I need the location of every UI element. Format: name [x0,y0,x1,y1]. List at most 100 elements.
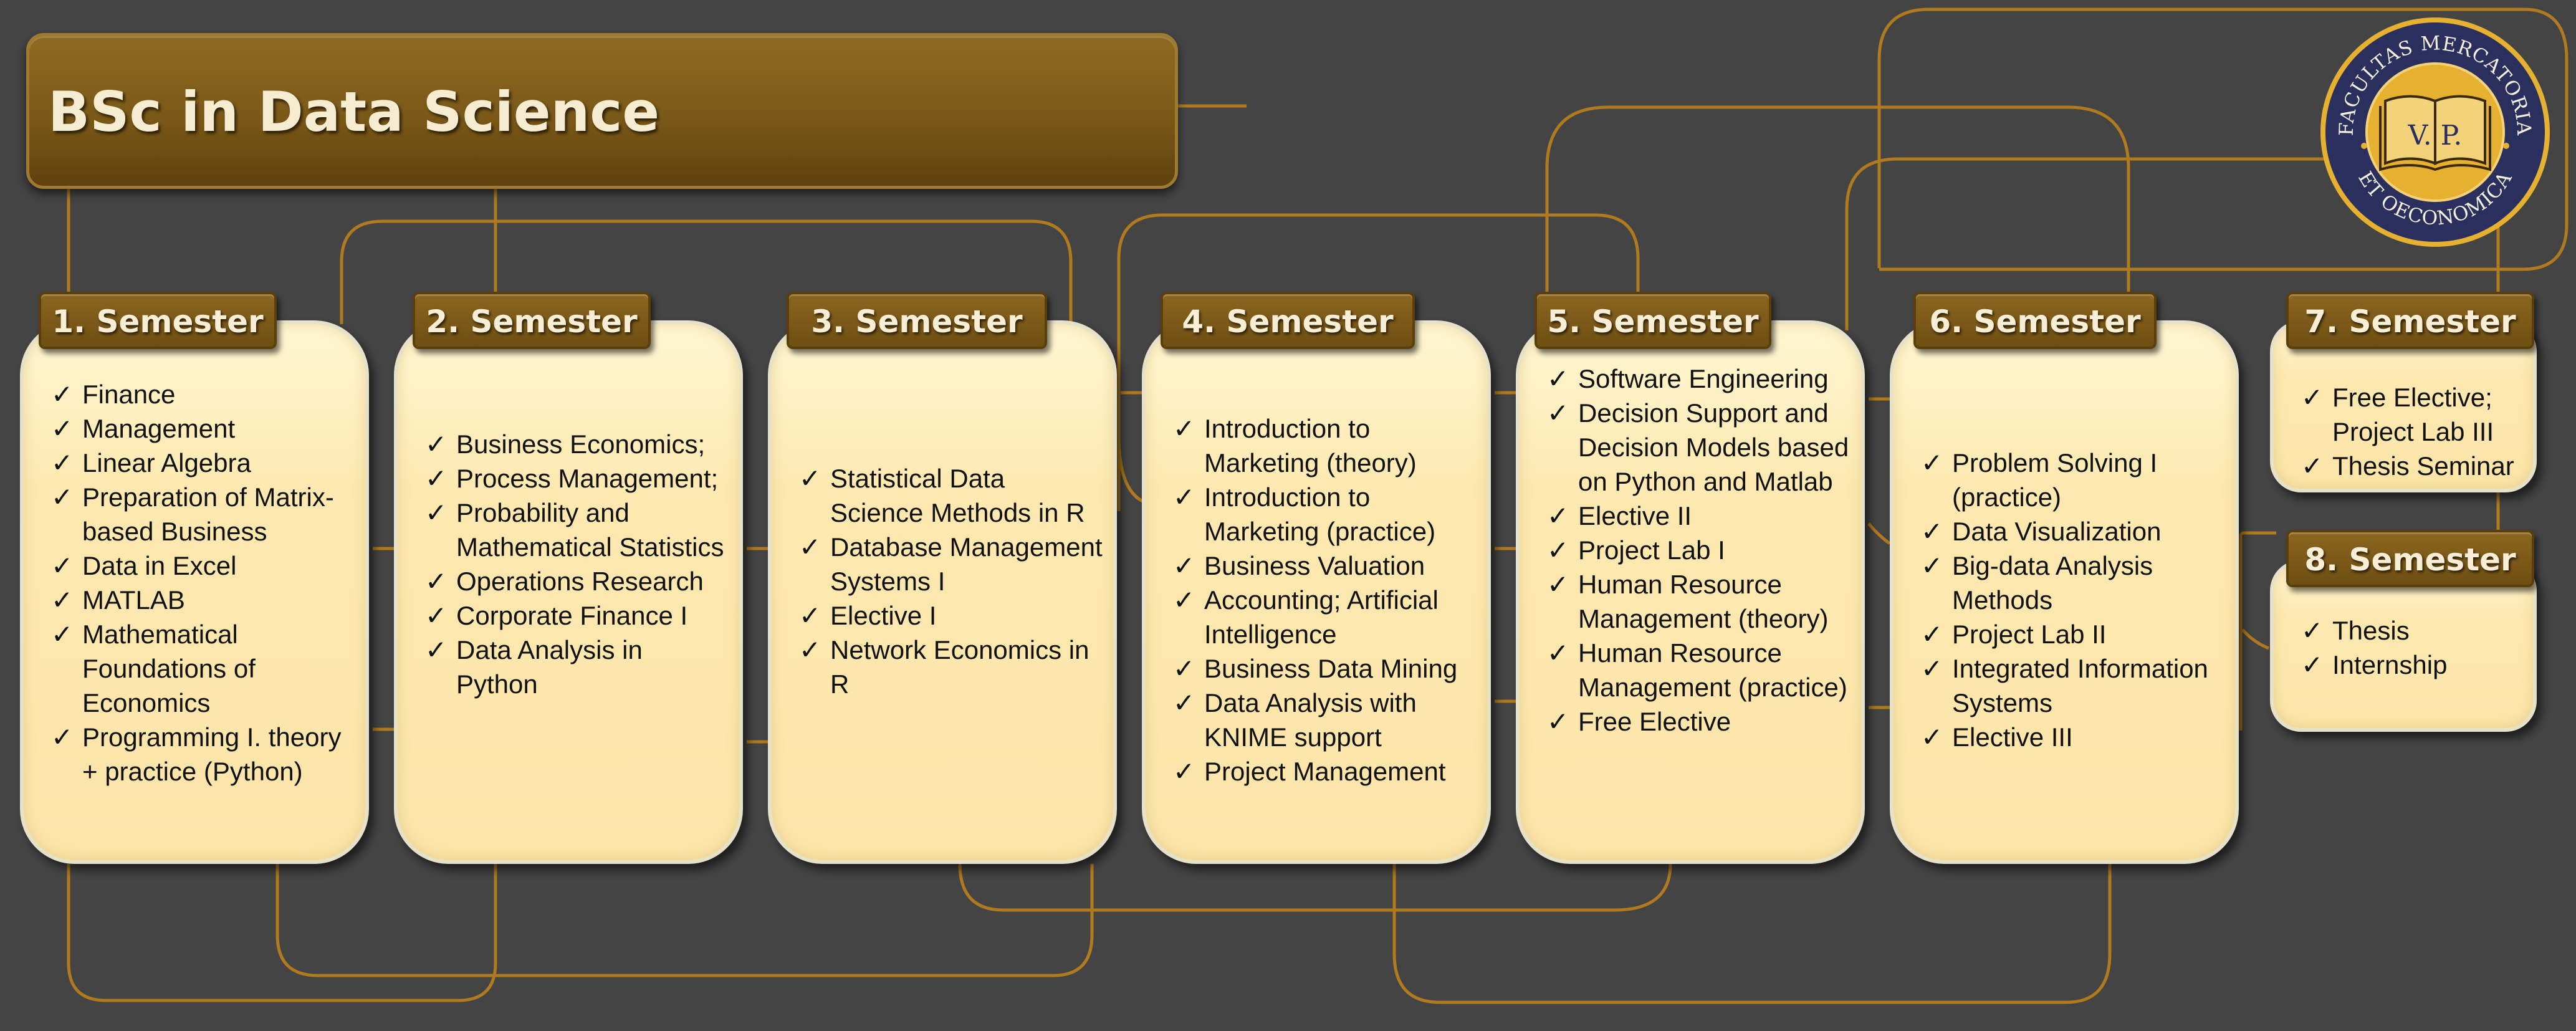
checkmark-icon: ✓ [1547,638,1569,668]
faculty-seal-logo: FACULTAS MERCATORIA ET OECONOMICA V. P. [2320,17,2550,247]
semester-6-course-list: ✓Problem Solving I (practice) ✓Data Visu… [1921,446,2225,754]
semester-5-course-list: ✓Software Engineering ✓Decision Support … [1547,362,1851,739]
semester-4-label: 4. Semester [1161,292,1415,349]
course-item: ✓Thesis [2301,613,2523,648]
course-item: ✓Network Economics in R [799,633,1103,701]
course-item: ✓Preparation of Matrix-based Business [51,480,355,549]
semester-3-label: 3. Semester [787,292,1047,349]
semester-7-course-list: ✓Free Elective; Project Lab III ✓Thesis … [2301,380,2523,483]
course-item: ✓Statistical Data Science Methods in R [799,461,1103,530]
course-item: ✓Elective I [799,598,1103,633]
semester-8-course-list: ✓Thesis ✓Internship [2301,613,2523,682]
checkmark-icon: ✓ [425,497,448,528]
course-item: ✓Data Analysis with KNIME support [1173,686,1477,754]
course-item: ✓Business Economics; [425,427,729,461]
course-item: ✓Introduction to Marketing (practice) [1173,480,1477,549]
course-item: ✓Probability and Mathematical Statistics [425,496,729,564]
connector-line [67,864,497,1002]
course-item: ✓Database Management Systems I [799,530,1103,598]
connector-line [1392,864,2112,1004]
course-item: ✓Human Resource Management (theory) [1547,567,1851,636]
connector-line [2239,531,2276,731]
semester-6-label: 6. Semester [1913,292,2157,349]
connector-line [340,219,1073,324]
semester-2-card: ✓Business Economics; ✓Process Management… [394,320,743,864]
checkmark-icon: ✓ [1173,413,1195,444]
checkmark-icon: ✓ [51,722,74,752]
checkmark-icon: ✓ [799,635,821,665]
semester-8-label: 8. Semester [2286,530,2534,587]
checkmark-icon: ✓ [2301,615,2324,646]
checkmark-icon: ✓ [425,600,448,631]
course-item: ✓Data Visualization [1921,514,2225,549]
course-item: ✓Software Engineering [1547,362,1851,396]
seal-initials: V. P. [2408,120,2463,151]
seal-dot-right [2503,143,2509,149]
semester-3-course-list: ✓Statistical Data Science Methods in R ✓… [799,461,1103,701]
checkmark-icon: ✓ [2301,382,2324,413]
course-item: ✓Human Resource Management (practice) [1547,636,1851,704]
connector-line [2241,628,2269,650]
checkmark-icon: ✓ [1921,448,1943,478]
course-item: ✓Project Lab II [1921,617,2225,651]
checkmark-icon: ✓ [1921,653,1943,684]
semester-5-card: ✓Software Engineering ✓Decision Support … [1516,320,1865,864]
course-item: ✓MATLAB [51,583,355,617]
course-item: ✓Elective II [1547,499,1851,533]
checkmark-icon: ✓ [799,600,821,631]
course-item: ✓Integrated Information Systems [1921,651,2225,720]
course-item: ✓Programming I. theory + practice (Pytho… [51,720,355,789]
checkmark-icon: ✓ [425,635,448,665]
checkmark-icon: ✓ [51,585,74,615]
checkmark-icon: ✓ [1921,722,1943,752]
semester-2-label: 2. Semester [413,292,651,349]
semester-4-card: ✓Introduction to Marketing (theory) ✓Int… [1142,320,1491,864]
checkmark-icon: ✓ [799,532,821,562]
program-title-bar: BSc in Data Science [26,33,1178,189]
checkmark-icon: ✓ [1173,756,1195,787]
connector-line [1877,7,2569,271]
checkmark-icon: ✓ [1173,585,1195,615]
checkmark-icon: ✓ [1173,653,1195,684]
course-item: ✓Big-data Analysis Methods [1921,549,2225,617]
checkmark-icon: ✓ [51,619,74,650]
checkmark-icon: ✓ [1921,550,1943,581]
connector-line [1117,213,1640,511]
checkmark-icon: ✓ [425,429,448,459]
semester-1-card: ✓Finance ✓Management ✓Linear Algebra ✓Pr… [20,320,369,864]
course-item: ✓Finance [51,377,355,411]
checkmark-icon: ✓ [51,379,74,410]
course-item: ✓Decision Support and Decision Models ba… [1547,396,1851,499]
checkmark-icon: ✓ [425,463,448,494]
course-item: ✓Management [51,411,355,446]
course-item: ✓Operations Research [425,564,729,598]
course-item: ✓Corporate Finance I [425,598,729,633]
course-item: ✓Problem Solving I (practice) [1921,446,2225,514]
connector-line [275,864,1094,977]
course-item: ✓Linear Algebra [51,446,355,480]
checkmark-icon: ✓ [1547,398,1569,428]
semester-2-course-list: ✓Business Economics; ✓Process Management… [425,427,729,701]
semester-1-label: 1. Semester [39,292,277,349]
semester-4-course-list: ✓Introduction to Marketing (theory) ✓Int… [1173,411,1477,789]
checkmark-icon: ✓ [51,413,74,444]
checkmark-icon: ✓ [2301,451,2324,481]
course-item: ✓Elective III [1921,720,2225,754]
semester-7-label: 7. Semester [2286,292,2534,349]
course-item: ✓Business Valuation [1173,549,1477,583]
course-item: ✓Data in Excel [51,549,355,583]
checkmark-icon: ✓ [425,566,448,597]
connector-line [958,863,1672,912]
course-item: ✓Process Management; [425,461,729,496]
semester-5-label: 5. Semester [1535,292,1771,349]
semester-1-course-list: ✓Finance ✓Management ✓Linear Algebra ✓Pr… [51,377,355,789]
course-item: ✓Business Data Mining [1173,651,1477,686]
course-item: ✓Project Management [1173,754,1477,789]
connector-line [1545,105,2130,293]
checkmark-icon: ✓ [51,482,74,512]
checkmark-icon: ✓ [1921,619,1943,650]
course-item: ✓Mathematical Foundations of Economics [51,617,355,720]
course-item: ✓Data Analysis in Python [425,633,729,701]
checkmark-icon: ✓ [51,448,74,478]
